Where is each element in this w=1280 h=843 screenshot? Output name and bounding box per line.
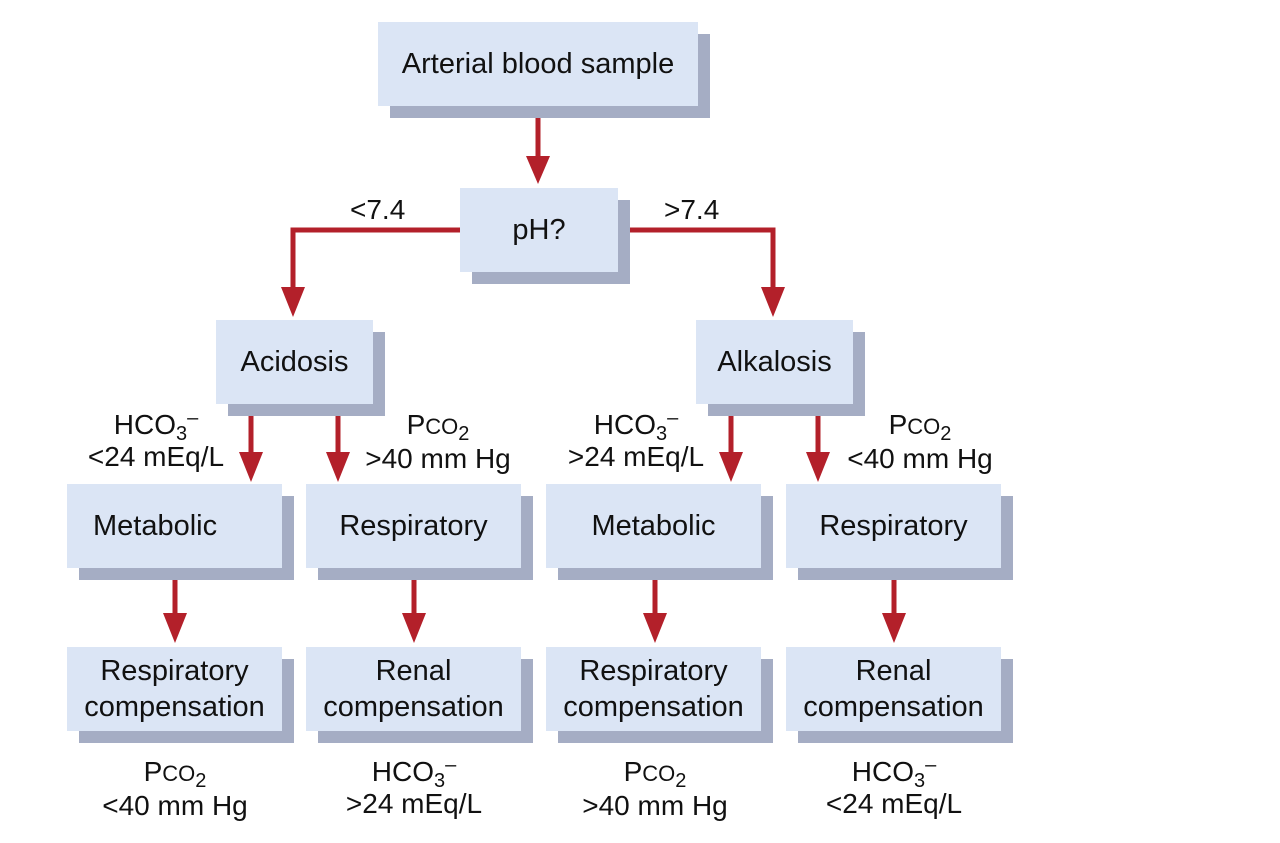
compensation-value-2: HCO3– >24 mEq/L — [314, 754, 514, 820]
comp4-line1: Renal — [855, 655, 932, 687]
high-ph-text: >7.4 — [664, 194, 720, 225]
criteria-acid-metabolic-value: <24 mEq/L — [87, 441, 225, 472]
arrowhead-respiratory-acid — [326, 452, 350, 482]
acidosis-box: Acidosis — [216, 320, 373, 404]
comp1-line1: Respiratory — [100, 655, 249, 687]
renal-compensation-box-2: Renal compensation — [786, 647, 1001, 731]
respiratory-alkalosis-label: Respiratory — [819, 510, 968, 542]
acidosis-label: Acidosis — [240, 346, 349, 378]
respiratory-alkalosis-box: Respiratory — [786, 484, 1001, 568]
metabolic-alkalosis-box: Metabolic — [546, 484, 761, 568]
arrow-ph-to-acidosis — [290, 227, 460, 300]
compensation-value-3: PCO2 >40 mm Hg — [555, 756, 755, 822]
arrowhead-ph — [526, 156, 550, 184]
arrowhead-comp3 — [643, 613, 667, 643]
arrowhead-comp2 — [402, 613, 426, 643]
criteria-alk-respiratory-value: <40 mm Hg — [847, 443, 993, 474]
respiratory-acidosis-box: Respiratory — [306, 484, 521, 568]
arrowhead-metabolic-acid — [239, 452, 263, 482]
alkalosis-label: Alkalosis — [717, 346, 832, 378]
comp-value-1-value: <40 mm Hg — [102, 790, 248, 821]
respiratory-compensation-box-2: Respiratory compensation — [546, 647, 761, 731]
low-ph-text: <7.4 — [350, 194, 406, 225]
criteria-alk-metabolic: HCO3– >24 mEq/L — [552, 407, 720, 473]
comp3-line1: Respiratory — [579, 655, 728, 687]
comp1-line2: compensation — [84, 691, 265, 723]
criteria-alk-metabolic-name: HCO3– — [593, 407, 679, 445]
comp2-line2: compensation — [323, 691, 504, 723]
metabolic-acidosis-label: Metabolic — [93, 510, 218, 542]
arrowhead-metabolic-alk — [719, 452, 743, 482]
metabolic-acidosis-box: Metabolic — [67, 484, 282, 568]
arrow-ph-to-alkalosis — [618, 227, 776, 300]
branch-label-low-ph: <7.4 — [350, 194, 405, 226]
arrowhead-alkalosis — [761, 287, 785, 317]
comp-value-1-name: PCO2 — [143, 756, 207, 792]
comp-value-4-value: <24 mEq/L — [825, 788, 963, 819]
ph-label: pH? — [512, 214, 566, 246]
renal-compensation-box-1: Renal compensation — [306, 647, 521, 731]
compensation-value-4: HCO3– <24 mEq/L — [794, 754, 994, 820]
arrowhead-respiratory-alk — [806, 452, 830, 482]
criteria-alk-respiratory: PCO2 <40 mm Hg — [832, 409, 1008, 475]
comp2-line1: Renal — [375, 655, 452, 687]
criteria-acid-metabolic-name: HCO3– — [113, 407, 199, 445]
metabolic-alkalosis-label: Metabolic — [591, 510, 716, 542]
arterial-blood-sample-box: Arterial blood sample — [378, 22, 698, 106]
criteria-acid-metabolic: HCO3– <24 mEq/L — [72, 407, 240, 473]
comp3-line2: compensation — [563, 691, 744, 723]
criteria-acid-respiratory: PCO2 >40 mm Hg — [352, 409, 524, 475]
criteria-acid-respiratory-name: PCO2 — [406, 409, 470, 445]
respiratory-acidosis-label: Respiratory — [339, 510, 488, 542]
comp-value-3-value: >40 mm Hg — [582, 790, 728, 821]
criteria-alk-metabolic-value: >24 mEq/L — [567, 441, 705, 472]
arterial-blood-sample-label: Arterial blood sample — [401, 48, 675, 80]
respiratory-compensation-box-1: Respiratory compensation — [67, 647, 282, 731]
comp-value-2-value: >24 mEq/L — [345, 788, 483, 819]
criteria-alk-respiratory-name: PCO2 — [888, 409, 952, 445]
arrowhead-acidosis — [281, 287, 305, 317]
branch-label-high-ph: >7.4 — [664, 194, 719, 226]
compensation-value-1: PCO2 <40 mm Hg — [75, 756, 275, 822]
comp-value-3-name: PCO2 — [623, 756, 687, 792]
criteria-acid-respiratory-value: >40 mm Hg — [365, 443, 511, 474]
arrowhead-comp1 — [163, 613, 187, 643]
ph-box: pH? — [460, 188, 618, 272]
arrowhead-comp4 — [882, 613, 906, 643]
alkalosis-box: Alkalosis — [696, 320, 853, 404]
comp4-line2: compensation — [803, 691, 984, 723]
comp-value-2-name: HCO3– — [371, 754, 457, 792]
comp-value-4-name: HCO3– — [851, 754, 937, 792]
